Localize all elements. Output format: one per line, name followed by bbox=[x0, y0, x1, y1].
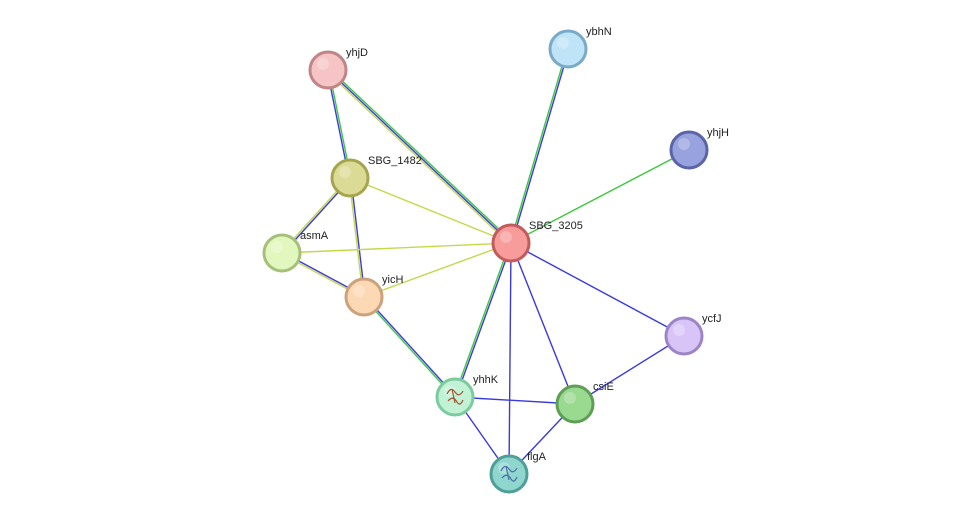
edge-line bbox=[364, 295, 457, 397]
node-circle[interactable] bbox=[664, 316, 704, 356]
node-label: flgA bbox=[527, 451, 547, 463]
node-asmA[interactable]: asmA bbox=[262, 230, 329, 273]
edge-line bbox=[348, 178, 364, 298]
node-label: SBG_1482 bbox=[368, 155, 422, 167]
edge-line bbox=[362, 297, 455, 399]
node-highlight bbox=[339, 166, 351, 178]
edge-yhjH-SBG_3205 bbox=[510, 149, 690, 244]
node-highlight bbox=[673, 324, 685, 336]
edge-line bbox=[349, 177, 512, 244]
node-csiE[interactable]: csiE bbox=[555, 381, 614, 424]
node-yhjH[interactable]: yhjH bbox=[669, 127, 729, 170]
node-highlight bbox=[271, 241, 283, 253]
node-label: yhjD bbox=[346, 47, 368, 59]
node-label: SBG_3205 bbox=[529, 220, 583, 232]
edge-line bbox=[363, 242, 512, 298]
node-highlight bbox=[557, 37, 569, 49]
edge-line bbox=[509, 48, 568, 243]
node-circle[interactable] bbox=[669, 130, 709, 170]
node-label: yhjH bbox=[707, 127, 729, 139]
edge-line bbox=[455, 243, 513, 398]
node-yicH[interactable]: yicH bbox=[344, 274, 403, 317]
node-label: asmA bbox=[300, 230, 329, 242]
node-circle[interactable] bbox=[489, 454, 529, 494]
edge-csiE-ycfJ bbox=[574, 335, 685, 405]
node-circle[interactable] bbox=[555, 384, 595, 424]
edge-SBG_3205-csiE bbox=[510, 242, 576, 405]
node-label: ycfJ bbox=[702, 313, 722, 325]
edge-line bbox=[326, 70, 511, 245]
node-yhjD[interactable]: yhjD bbox=[308, 47, 368, 90]
node-circle[interactable] bbox=[262, 233, 302, 273]
node-highlight bbox=[500, 231, 512, 243]
edge-yhjD-SBG_3205 bbox=[326, 68, 513, 245]
node-ybhN[interactable]: ybhN bbox=[548, 26, 612, 69]
edge-SBG_1482-SBG_3205 bbox=[349, 177, 512, 244]
protein-structure-icon bbox=[500, 465, 518, 482]
node-highlight bbox=[564, 392, 576, 404]
node-label: csiE bbox=[593, 381, 614, 393]
node-highlight bbox=[353, 285, 365, 297]
edge-line bbox=[574, 335, 685, 405]
edges-layer bbox=[280, 48, 690, 475]
node-circle[interactable] bbox=[344, 277, 384, 317]
protein-structure-icon bbox=[446, 388, 464, 405]
edge-yhhK-csiE bbox=[454, 396, 576, 405]
node-ycfJ[interactable]: ycfJ bbox=[664, 313, 722, 356]
edge-SBG_3205-yhhK bbox=[453, 242, 513, 398]
node-SBG_3205[interactable]: SBG_3205 bbox=[491, 220, 583, 263]
node-circle[interactable] bbox=[548, 29, 588, 69]
edge-asmA-SBG_3205 bbox=[281, 242, 512, 254]
node-highlight bbox=[317, 58, 329, 70]
edge-line bbox=[453, 242, 511, 397]
edge-line bbox=[510, 242, 576, 405]
node-flgA[interactable]: flgA bbox=[489, 451, 547, 494]
node-highlight bbox=[678, 138, 690, 150]
node-yhhK[interactable]: yhhK bbox=[435, 374, 499, 417]
edge-line bbox=[350, 177, 366, 297]
node-circle[interactable] bbox=[330, 158, 370, 198]
edge-ybhN-SBG_3205 bbox=[509, 48, 570, 244]
node-label: yicH bbox=[382, 274, 403, 286]
edge-SBG_3205-ycfJ bbox=[510, 242, 685, 337]
node-label: ybhN bbox=[586, 26, 612, 38]
edge-line bbox=[511, 49, 570, 244]
node-circle[interactable] bbox=[308, 50, 348, 90]
edge-line bbox=[328, 68, 513, 243]
edge-SBG_3205-flgA bbox=[508, 242, 512, 475]
edge-line bbox=[327, 69, 512, 244]
node-label: yhhK bbox=[473, 374, 499, 386]
edge-yicH-SBG_3205 bbox=[363, 242, 512, 298]
edge-yicH-yhhK bbox=[362, 295, 457, 399]
edge-line bbox=[454, 396, 576, 405]
edge-line bbox=[510, 149, 690, 244]
edge-line bbox=[281, 242, 512, 254]
node-SBG_1482[interactable]: SBG_1482 bbox=[330, 155, 422, 198]
edge-SBG_1482-yicH bbox=[348, 177, 366, 298]
edge-line bbox=[510, 242, 685, 337]
node-circle[interactable] bbox=[435, 377, 475, 417]
edge-line bbox=[508, 242, 512, 475]
node-circle[interactable] bbox=[491, 223, 531, 263]
